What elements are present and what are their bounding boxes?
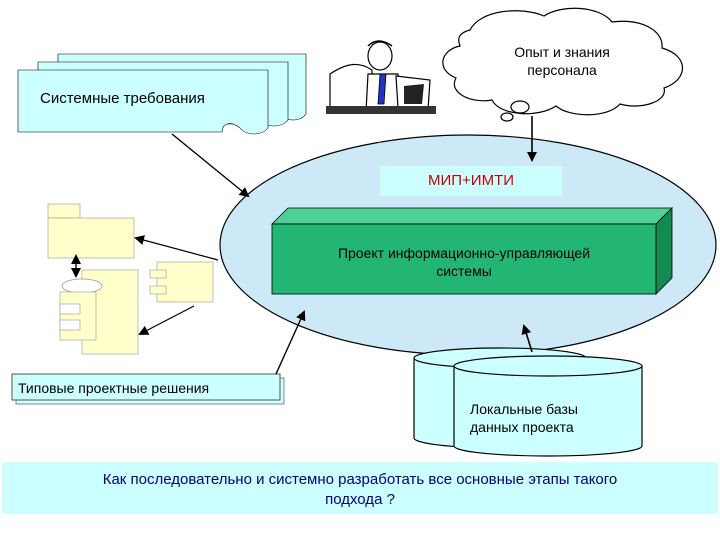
component-diagram-icon	[47, 203, 214, 355]
question-text: Как последовательно и системно разработа…	[4, 470, 716, 510]
local-db-line1: Локальные базы	[470, 401, 578, 417]
question-line2: подхода ?	[325, 491, 395, 508]
staff-experience-label: Опыт и знания персонала	[480, 43, 644, 79]
document-stack-icon	[17, 53, 307, 135]
staff-experience-line2: персонала	[527, 62, 597, 78]
arrow-standard-solutions	[275, 310, 306, 375]
database-cylinder-icon	[413, 347, 643, 457]
standard-solutions-label: Типовые проектные решения	[18, 380, 210, 396]
mip-imti-label: МИП+ИМТИ	[427, 172, 515, 189]
thought-cloud-icon	[442, 7, 683, 122]
staff-experience-line1: Опыт и знания	[514, 44, 610, 60]
mip-label-box	[380, 166, 562, 196]
project-label: Проект информационно-управляющей системы	[274, 244, 654, 280]
question-line1: Как последовательно и системно разработа…	[102, 471, 618, 488]
person-at-computer-icon	[326, 40, 436, 114]
arrow-requirements	[171, 133, 250, 198]
question-banner	[2, 462, 718, 514]
local-db-line2: данных проекта	[470, 419, 574, 435]
system-requirements-label: Системные требования	[40, 90, 205, 107]
local-db-label: Локальные базы данных проекта	[470, 400, 578, 436]
project-box	[271, 207, 673, 295]
arrow-to-components	[138, 305, 195, 335]
arrow-local-db	[521, 324, 533, 353]
project-line2: системы	[436, 263, 492, 279]
project-line1: Проект информационно-управляющей	[337, 245, 591, 261]
arrow-to-docs	[134, 235, 219, 261]
